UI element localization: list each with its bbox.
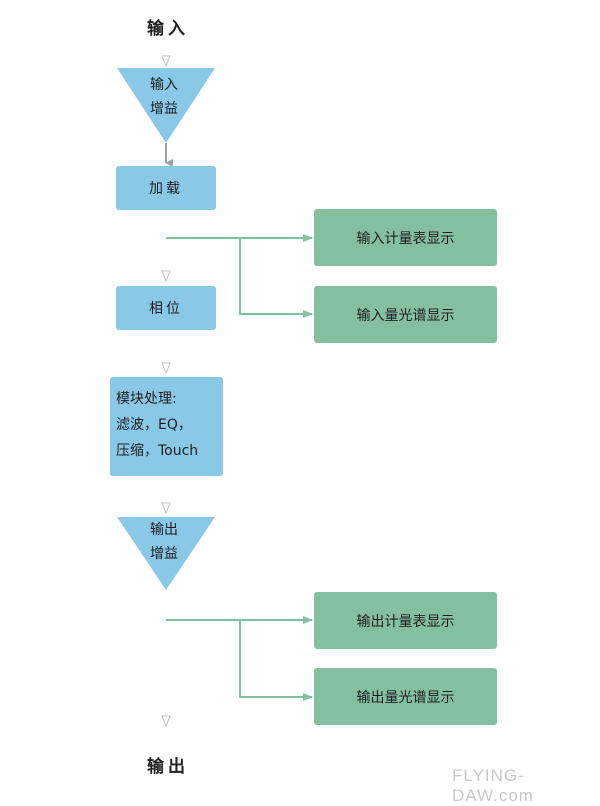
- down-arrow-marker: [161, 270, 171, 283]
- output-spectrum-connector: [239, 620, 313, 701]
- input-gain-label: 输入 增益: [144, 73, 184, 121]
- load-node: 加载: [116, 166, 216, 210]
- down-arrow-marker: [161, 715, 171, 728]
- input-gain-line-2: 增益: [150, 101, 178, 117]
- output-gain-line-1: 输出: [150, 522, 178, 538]
- output-gain-triangle: [117, 517, 215, 590]
- output-gain-line-2: 增益: [150, 546, 178, 562]
- output-spectrum-display: 输出量光谱显示: [314, 668, 497, 725]
- output-title: 输出: [147, 757, 189, 777]
- watermark: FLYING-DAW.com: [452, 766, 534, 805]
- phase-node: 相位: [116, 286, 216, 330]
- down-arrow-marker: [161, 502, 171, 515]
- input-spectrum-display: 输入量光谱显示: [314, 286, 497, 343]
- module-line-2: 滤波，EQ，: [116, 417, 192, 433]
- module-line-3: 压缩，Touch: [116, 443, 199, 459]
- output-meter-display: 输出计量表显示: [314, 592, 497, 649]
- input-gain-line-1: 输入: [150, 77, 178, 93]
- down-arrow-marker: [161, 55, 171, 68]
- input-meter-display: 输入计量表显示: [314, 209, 497, 266]
- module-line-1: 模块处理:: [116, 391, 177, 407]
- down-arrow-marker: [161, 362, 171, 375]
- input-gain-triangle: [117, 68, 215, 143]
- input-title: 输入: [147, 19, 189, 39]
- input-spectrum-connector: [239, 238, 313, 318]
- output-gain-label: 输出 增益: [144, 518, 184, 566]
- module-processing-node: 模块处理: 滤波，EQ， 压缩，Touch: [110, 377, 223, 476]
